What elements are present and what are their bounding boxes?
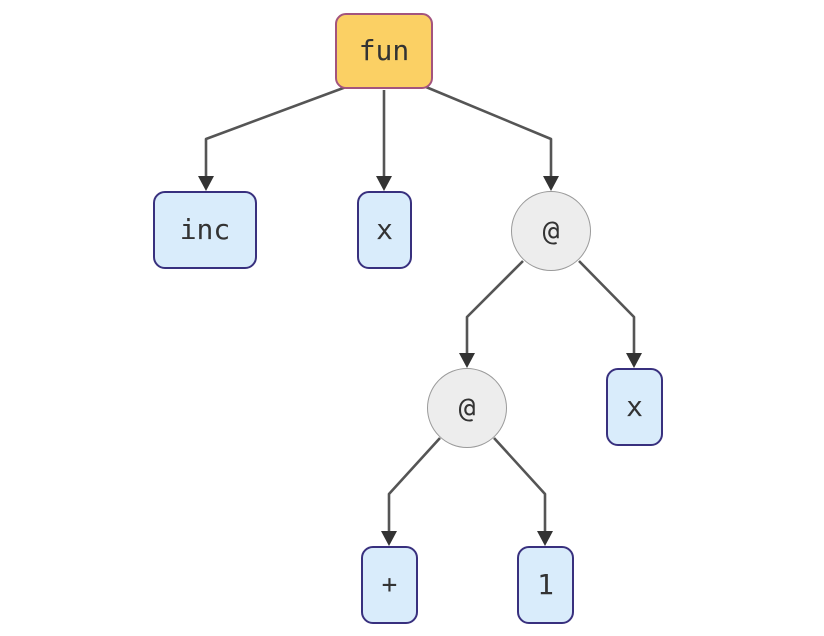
arrowhead-one (537, 531, 553, 546)
arrowhead-plus (381, 531, 397, 546)
node-x-arg-label: x (626, 390, 643, 423)
arrowhead-app1 (543, 176, 559, 191)
node-apply-inner-label: @ (458, 391, 476, 424)
edge-fun-inc (204, 85, 347, 178)
edge-apply-one (493, 437, 547, 533)
node-inc: inc (153, 191, 257, 269)
node-fun-label: fun (358, 34, 410, 67)
node-fun: fun (335, 13, 433, 89)
node-inc-label: inc (179, 213, 231, 246)
node-x-param: x (357, 191, 412, 269)
edge-apply-plus (387, 437, 441, 533)
node-x-param-label: x (376, 213, 393, 246)
edge-apply-x (578, 260, 636, 355)
arrowhead-app2 (459, 353, 475, 368)
node-x-arg: x (606, 368, 663, 446)
node-apply-outer: @ (511, 191, 591, 271)
node-apply-inner: @ (427, 368, 507, 448)
arrowhead-x1 (376, 176, 392, 191)
node-apply-outer-label: @ (542, 214, 560, 247)
node-one: 1 (517, 546, 574, 624)
arrowhead-x2 (626, 353, 642, 368)
node-plus-label: + (381, 570, 398, 600)
node-one-label: 1 (537, 568, 554, 601)
edge-fun-apply (425, 85, 553, 178)
node-plus: + (361, 546, 418, 624)
arrowhead-inc (198, 176, 214, 191)
edge-apply-apply (465, 260, 524, 355)
